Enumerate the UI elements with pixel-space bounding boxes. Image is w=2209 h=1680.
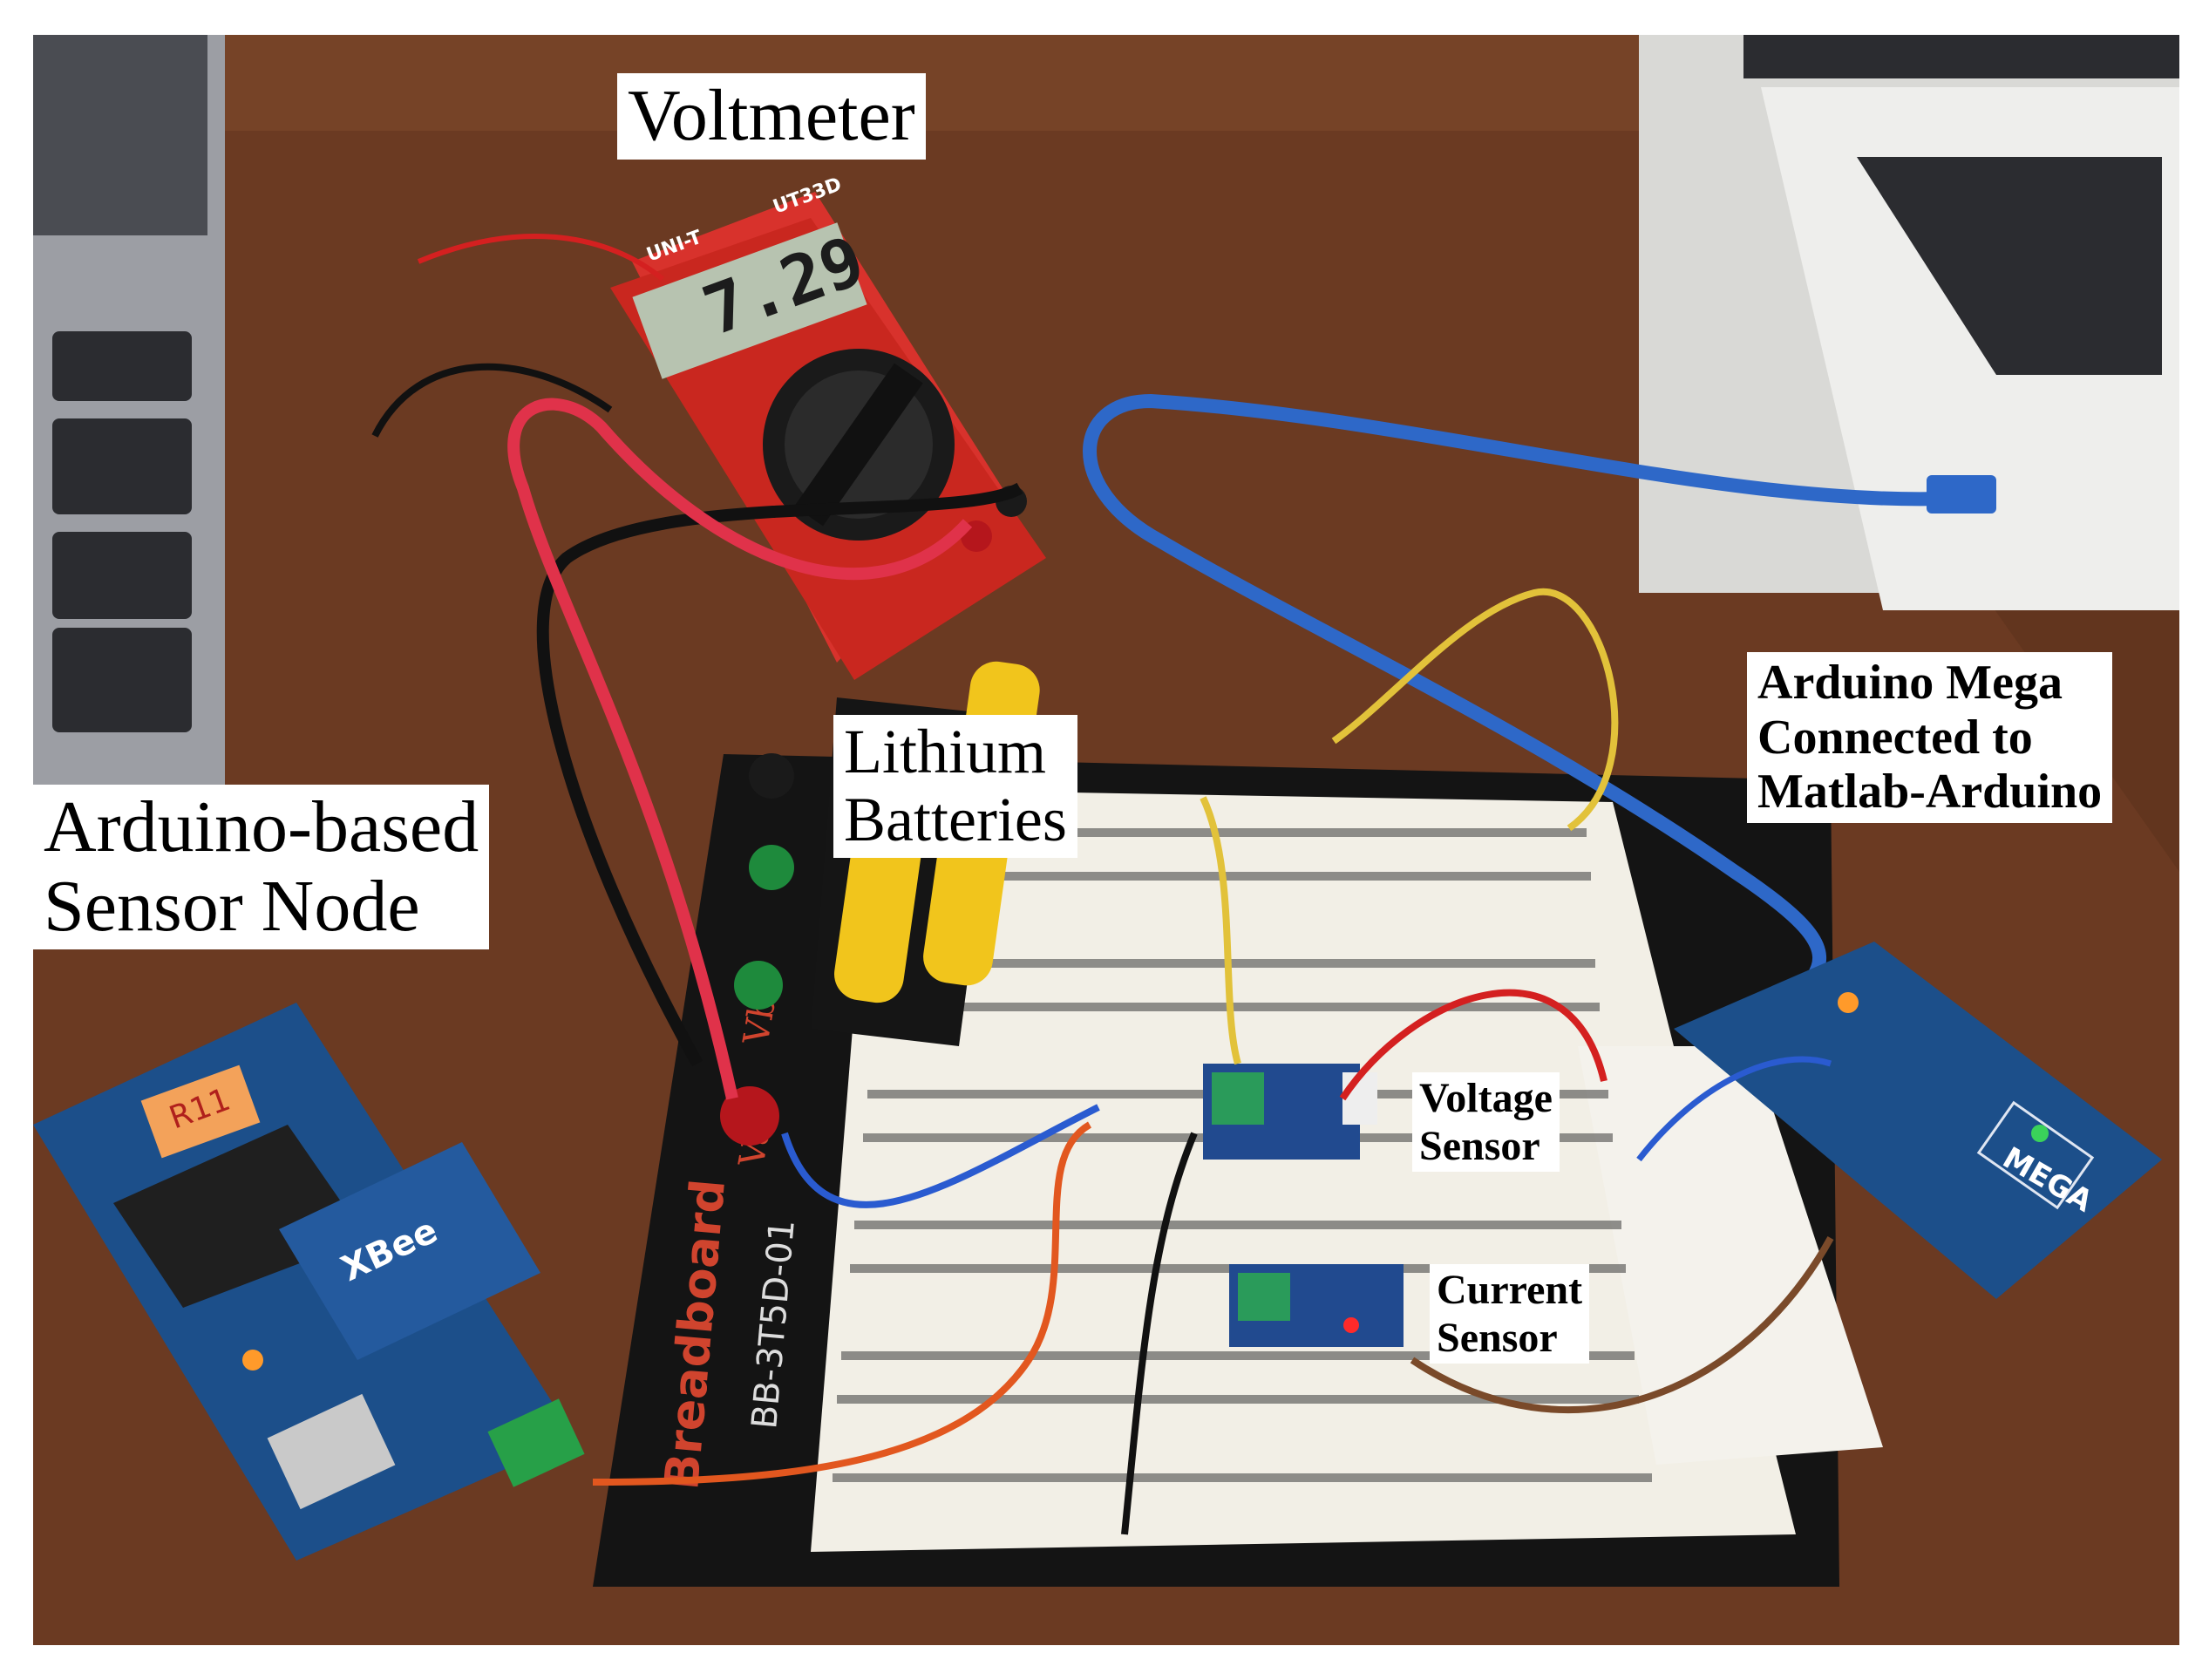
jumper-wire-blue-2	[1636, 1056, 1832, 1162]
mega-label-line-1: Arduino Mega	[1757, 656, 2063, 710]
sensor-node-callout: Arduino-based Sensor Node	[33, 785, 490, 950]
jumper-wire-red	[1339, 989, 1607, 1101]
mega-label-line-3: Matlab-Arduino	[1757, 765, 2103, 820]
jumper-wire-blue	[781, 1104, 1100, 1208]
usb-cable	[1083, 393, 1980, 981]
black-test-lead	[536, 482, 1023, 1067]
jumper-wire-yellow-2	[1331, 588, 1619, 832]
voltmeter-label: Voltmeter	[628, 75, 915, 156]
mega-label-line-2: Connected to	[1757, 710, 2033, 765]
voltage-sensor-module	[1203, 1064, 1377, 1160]
voltage-sensor-label-line-2: Sensor	[1419, 1123, 1540, 1170]
red-test-lead	[507, 398, 973, 1100]
arduino-mega: MEGA	[1674, 942, 2162, 1299]
batteries-label-line-1: Lithium	[844, 717, 1046, 786]
sensor-node-label-line-1: Arduino-based	[44, 786, 479, 867]
jumper-wire-orange	[592, 1121, 1092, 1486]
current-sensor-label-line-2: Sensor	[1437, 1315, 1558, 1362]
terminal-posts	[720, 753, 794, 1146]
current-sensor-callout: Current Sensor	[1430, 1264, 1590, 1364]
batteries-label-line-2: Batteries	[844, 784, 1067, 854]
right-laptop	[1639, 35, 2179, 610]
jumper-wire-brown	[1410, 1236, 1834, 1413]
voltmeter-callout: Voltmeter	[617, 73, 926, 160]
left-laptop	[33, 35, 225, 785]
voltage-sensor-label-line-1: Voltage	[1419, 1075, 1553, 1121]
mega-callout: Arduino Mega Connected to Matlab-Arduino	[1747, 652, 2113, 824]
voltage-sensor-callout: Voltage Sensor	[1412, 1072, 1560, 1173]
batteries-callout: Lithium Batteries	[833, 715, 1077, 858]
jumper-wire-yellow-1	[1200, 796, 1241, 1065]
jumper-wire-black	[1121, 1132, 1198, 1535]
multimeter: UNI-T UT33D 7.29	[610, 173, 1046, 680]
current-sensor-label-line-1: Current	[1437, 1267, 1583, 1313]
current-sensor-module	[1229, 1264, 1404, 1347]
sensor-node-label-line-2: Sensor Node	[44, 865, 420, 947]
arduino-sensor-node: XBee R11	[33, 1003, 585, 1561]
